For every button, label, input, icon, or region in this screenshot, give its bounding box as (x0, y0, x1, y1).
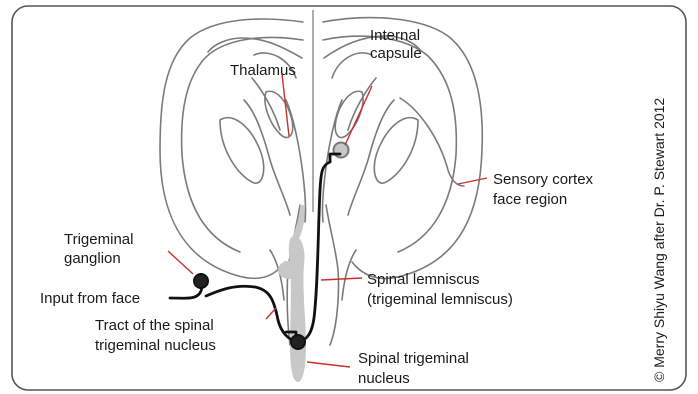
tract-label-line2: trigeminal nucleus (95, 337, 216, 354)
sensory-cortex-label-line1: Sensory cortex (493, 171, 594, 188)
trigeminal-ganglion-label-line1: Trigeminal (64, 231, 133, 248)
tract-label-line1: Tract of the spinal (95, 317, 214, 334)
internal-capsule-label-line2: capsule (370, 45, 422, 62)
nucleus-synapse-marker (291, 335, 305, 349)
spinal-trigeminal-nucleus-label-line2: nucleus (358, 370, 410, 387)
trigeminal-ganglion-marker (194, 274, 208, 288)
spinal-trigeminal-nucleus-label-line1: Spinal trigeminal (358, 350, 469, 367)
internal-capsule-label-line1: Internal (370, 27, 420, 44)
thalamus-label: Thalamus (230, 62, 296, 79)
spinal-lemniscus-label-line2: (trigeminal lemniscus) (367, 291, 513, 308)
sensory-cortex-label-line2: face region (493, 191, 567, 208)
spinal-lemniscus-label-line1: Spinal lemniscus (367, 271, 480, 288)
copyright-credit: © Merry Shiyu Wang after Dr. P. Stewart … (651, 98, 667, 382)
input-from-face-label: Input from face (40, 290, 140, 307)
trigeminal-ganglion-label-line2: ganglion (64, 250, 121, 267)
